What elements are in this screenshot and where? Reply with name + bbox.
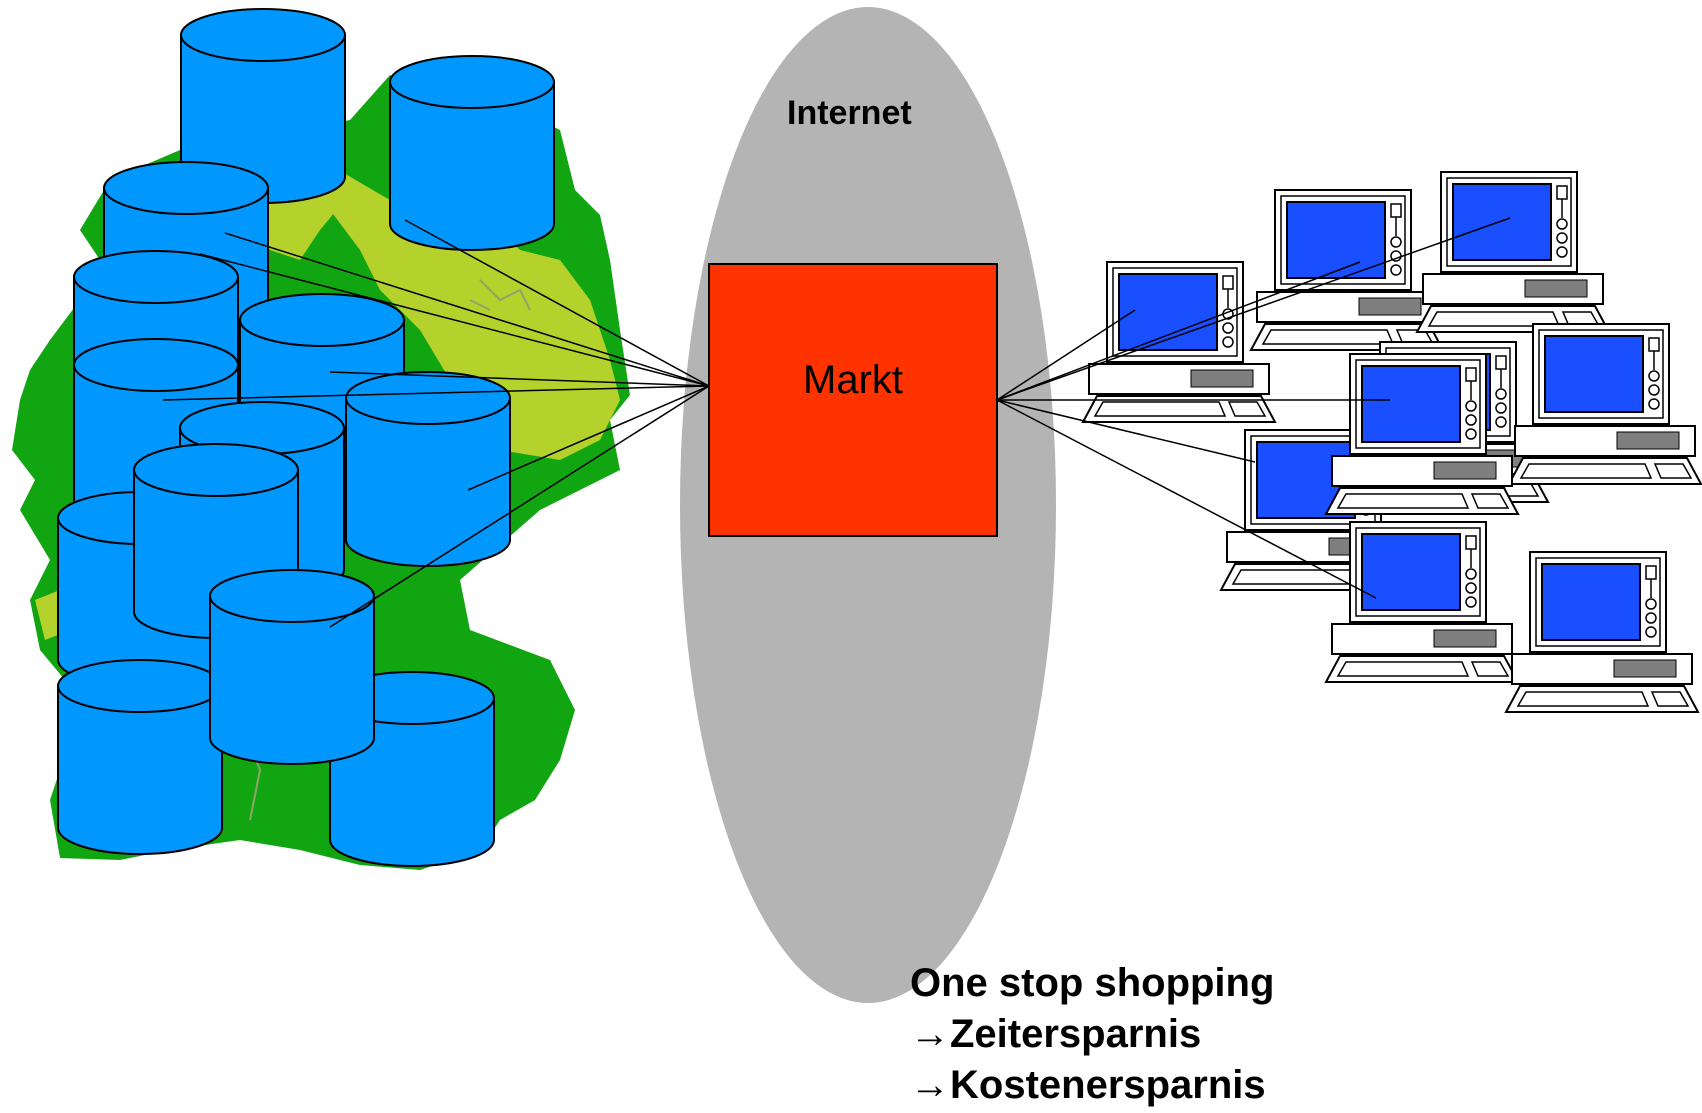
computer-icon xyxy=(1082,261,1276,423)
computer-icon xyxy=(1416,171,1610,333)
database-icon xyxy=(345,371,511,567)
computer-icon xyxy=(1508,323,1702,485)
note-cost-saving: →Kostenersparnis xyxy=(910,1063,1266,1107)
map-state-border xyxy=(239,279,531,821)
database-icon xyxy=(389,55,555,251)
computer-group xyxy=(1082,171,1702,713)
computer-icon xyxy=(1250,189,1444,351)
computer-icon xyxy=(1325,521,1519,683)
market-label: Markt xyxy=(803,358,903,402)
benefits-notes: One stop shopping →Zeitersparnis →Kosten… xyxy=(910,958,1274,1111)
internet-label: Internet xyxy=(787,94,912,132)
note-time-saving: →Zeitersparnis xyxy=(910,1012,1202,1056)
note-one-stop-shopping: One stop shopping xyxy=(910,961,1275,1005)
database-group xyxy=(57,8,555,867)
database-icon xyxy=(209,569,375,765)
database-connections xyxy=(162,219,710,628)
computer-connections xyxy=(996,217,1511,599)
database-icon xyxy=(57,659,223,855)
computer-icon xyxy=(1505,551,1699,713)
market-box xyxy=(708,263,998,537)
